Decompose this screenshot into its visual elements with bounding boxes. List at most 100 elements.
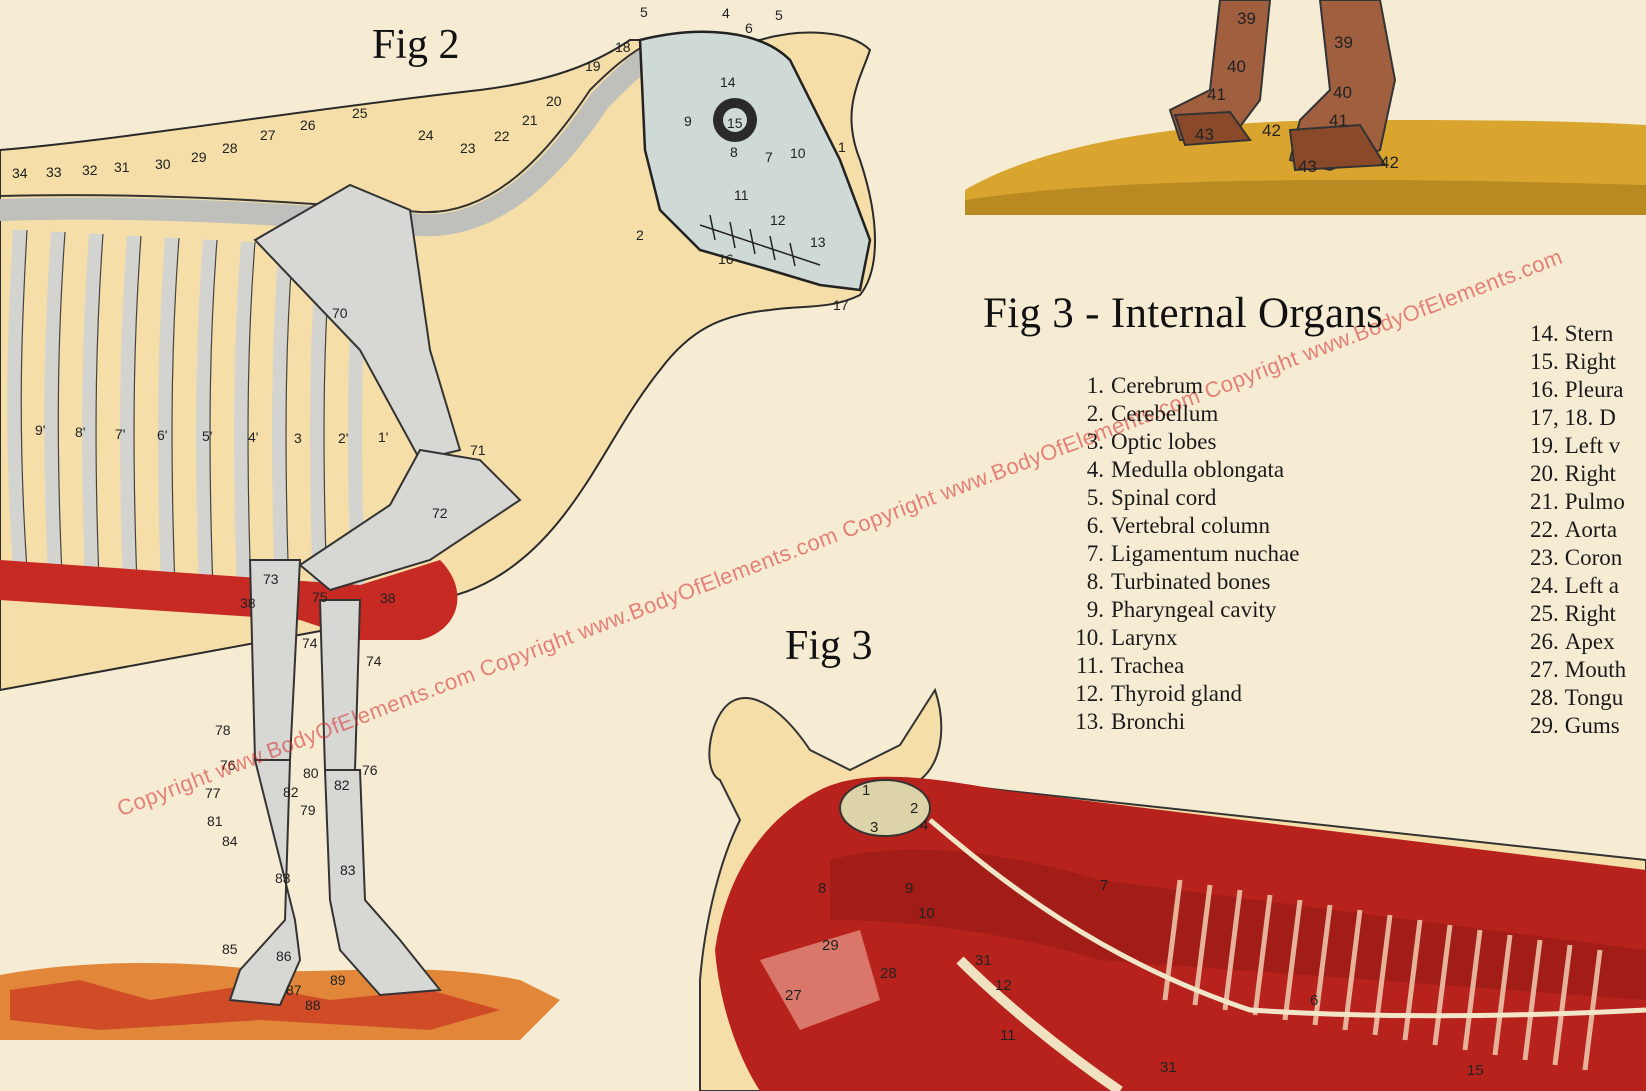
legend-num: 12.	[1075, 681, 1104, 706]
fig3-label: 12	[995, 977, 1012, 994]
legend-row: 27.Mouth	[1530, 656, 1646, 684]
legend-row: 23.Coron	[1530, 544, 1646, 572]
legend-row: 26.Apex	[1530, 628, 1646, 656]
legend-num: 25.	[1530, 601, 1559, 626]
fig3-label: 3	[870, 819, 878, 836]
limb-label: 73	[263, 571, 279, 587]
legend-label: Bronchi	[1111, 709, 1186, 734]
legend-num: 11.	[1076, 653, 1104, 678]
skull-label: 13	[810, 234, 826, 250]
legend-num: 5.	[1086, 485, 1104, 510]
fig3-label: 10	[918, 905, 935, 922]
spine-outline	[0, 39, 656, 214]
organs-legend-right: 14.Stern 15.Right 16.Pleura 17, 18.D 19.…	[1530, 320, 1646, 740]
skull-label: 1	[838, 139, 846, 155]
legend-num: 8.	[1086, 569, 1104, 594]
legend-label: Trachea	[1111, 653, 1185, 678]
fig3-spinal-cord	[928, 818, 1646, 1019]
limb-label: 74	[366, 653, 382, 669]
rib-label: 3	[294, 430, 302, 446]
vertebra-label: 26	[300, 117, 316, 133]
legend-label: Vertebral column	[1111, 513, 1271, 538]
limb-label: 74	[302, 635, 318, 651]
skull-label: 4	[722, 5, 730, 21]
fig3-jaw	[760, 930, 880, 1030]
legend-label: D	[1599, 405, 1616, 430]
legend-num: 1.	[1086, 373, 1104, 398]
legend-num: 4.	[1086, 457, 1104, 482]
skull-label: 5	[775, 7, 783, 23]
legend-num: 23.	[1530, 545, 1559, 570]
legend-num: 13.	[1075, 709, 1104, 734]
legend-label: Gums	[1564, 713, 1620, 738]
organs-legend-title: Fig 3 - Internal Organs	[983, 290, 1384, 337]
legend-row: 20.Right	[1530, 460, 1646, 488]
legend-num: 14.	[1530, 321, 1559, 346]
legend-num: 17, 18.	[1530, 405, 1594, 430]
limb-label: 88	[305, 997, 321, 1013]
vertebra-label: 27	[260, 127, 276, 143]
limb-label: 80	[303, 765, 319, 781]
limb-label: 85	[222, 941, 238, 957]
skull-label: 9	[684, 113, 692, 129]
legend-label: Ligamentum nuchae	[1111, 541, 1300, 566]
limb-label: 78	[215, 722, 231, 738]
legend-row: 6.Vertebral column	[1070, 512, 1299, 540]
skull-label: 6	[745, 20, 753, 36]
legend-row: 1. Cerebrum	[1070, 372, 1299, 400]
skull-label: 15	[727, 115, 743, 131]
fig3-labels: 1 2 3 4 7 8 9 10 27 28 29 31 12 11 6 15 …	[785, 782, 1484, 1079]
rib-label: 5'	[202, 428, 212, 444]
limb-label: 83	[340, 862, 356, 878]
limb-label: 86	[276, 948, 292, 964]
fig2-title: Fig 2	[372, 22, 460, 68]
vertebra-label: 23	[460, 140, 476, 156]
rib-label: 2'	[338, 430, 348, 446]
vertebra-label: 34	[12, 165, 28, 181]
legend-label: Spinal cord	[1111, 485, 1217, 510]
limb-label: 76	[220, 757, 236, 773]
legend-num: 15.	[1530, 349, 1559, 374]
legend-row: 2.Cerebellum	[1070, 400, 1299, 428]
foreleg-cannon	[228, 759, 302, 1007]
legend-row: 3.Optic lobes	[1070, 428, 1299, 456]
vertebra-label: 20	[546, 93, 562, 109]
limb-label: 84	[222, 833, 238, 849]
legend-num: 2.	[1086, 401, 1104, 426]
limb-label: 83	[275, 870, 291, 886]
limb-label: 38	[380, 590, 396, 606]
legend-label: Cerebrum	[1111, 373, 1203, 398]
legend-label: Tongu	[1564, 685, 1624, 710]
fig2-ground-red	[10, 980, 500, 1030]
legend-num: 20.	[1530, 461, 1559, 486]
vertebra-label: 24	[418, 127, 434, 143]
fig3-label: 11	[1000, 1027, 1016, 1044]
fig3-label: 6	[1310, 992, 1318, 1009]
top-hoof-right	[1288, 123, 1387, 172]
legend-row: 11. Trachea	[1070, 652, 1299, 680]
legend-num: 28.	[1530, 685, 1559, 710]
legend-label: Stern	[1564, 321, 1614, 346]
top-label: 43	[1298, 157, 1317, 176]
organs-legend-left: 1. Cerebrum 2.Cerebellum 3.Optic lobes 4.…	[1070, 372, 1299, 736]
rib-label: 9'	[35, 422, 45, 438]
legend-row: 7. Ligamentum nuchae	[1070, 540, 1300, 568]
legend-num: 27.	[1530, 657, 1559, 682]
legend-row: 12.Thyroid gland	[1070, 680, 1299, 708]
limb-label: 89	[330, 972, 346, 988]
scapula	[253, 183, 462, 462]
ribcage	[7, 229, 369, 593]
skull-label: 14	[720, 74, 736, 90]
legend-row: 4.Medulla oblongata	[1070, 456, 1299, 484]
legend-num: 7.	[1086, 541, 1104, 566]
skull-label: 5	[640, 4, 648, 20]
rib-label: 1'	[378, 429, 388, 445]
limb-label: 77	[205, 785, 221, 801]
vertebra-label: 32	[82, 162, 98, 178]
rib-label: 8'	[75, 424, 85, 440]
legend-label: Coron	[1564, 545, 1623, 570]
top-label: 40	[1227, 57, 1246, 76]
fig3-label: 4	[920, 817, 928, 834]
legend-label: Mouth	[1564, 657, 1627, 682]
